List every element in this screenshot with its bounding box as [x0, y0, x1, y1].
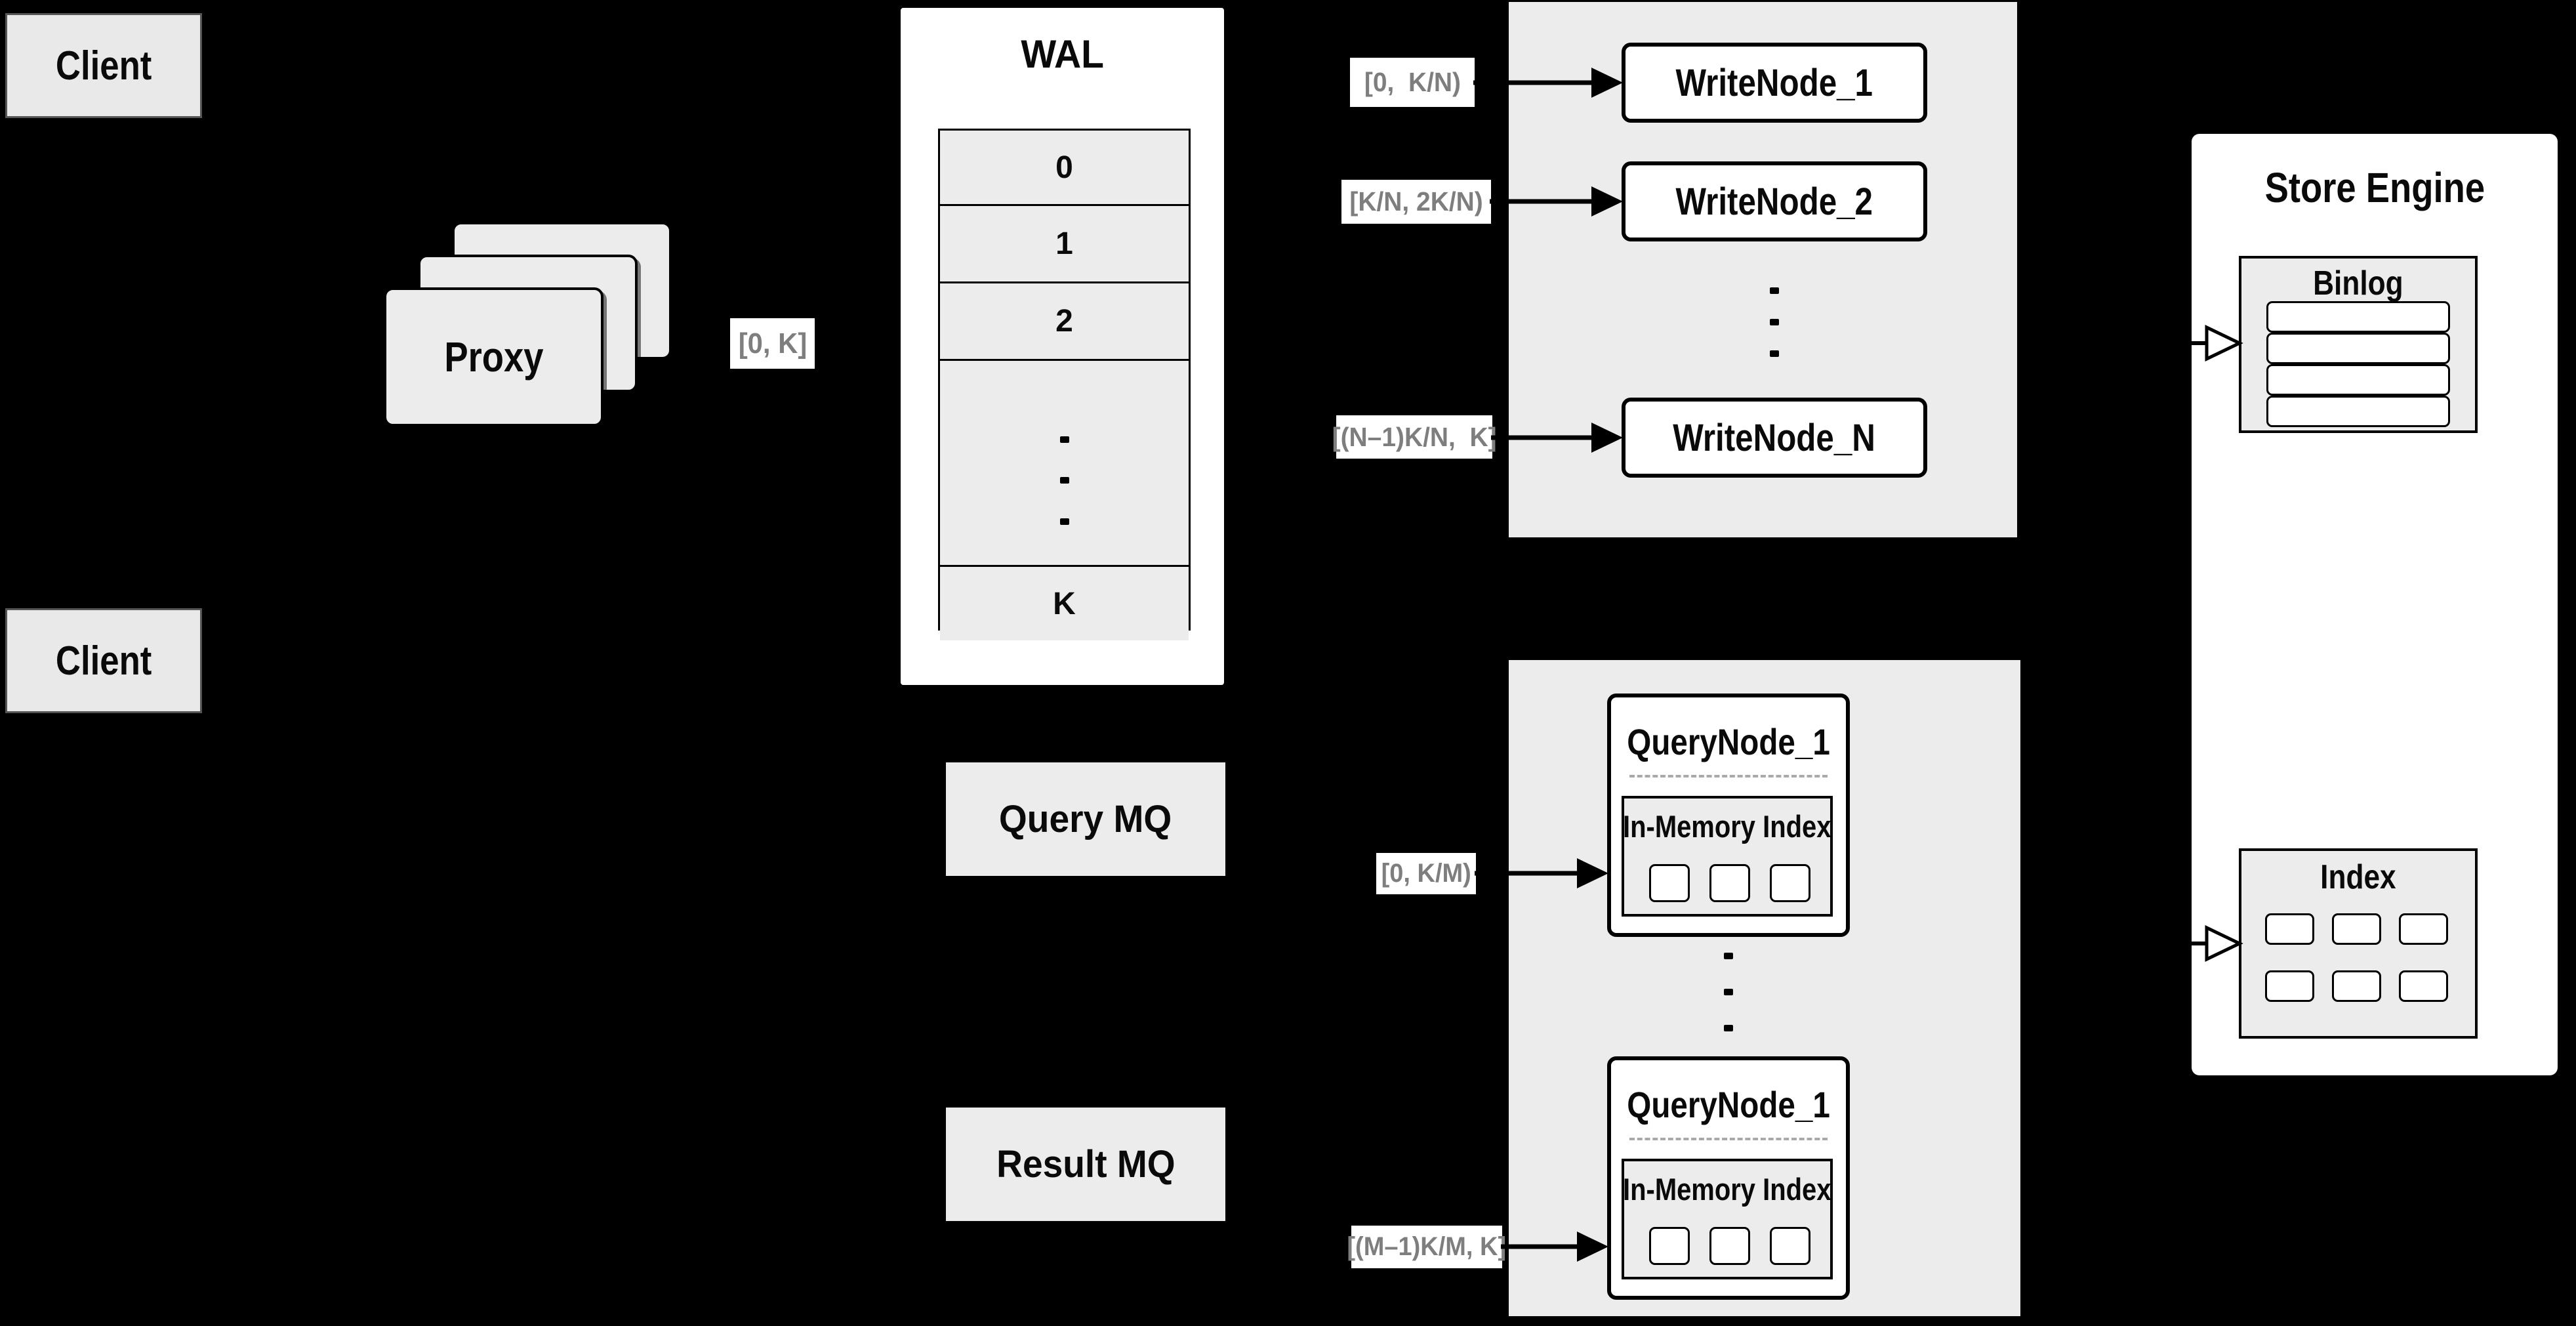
segment-box	[1709, 1227, 1750, 1265]
binlog-row	[2266, 301, 2450, 333]
writenode-n: WriteNode_N	[1622, 398, 1927, 478]
segment-box	[1709, 864, 1750, 902]
querynode-top-divider	[1629, 775, 1828, 777]
index-cell	[2265, 913, 2314, 945]
index-box: Index	[2239, 848, 2478, 1039]
client-bottom-label: Client	[55, 638, 152, 684]
index-title: Index	[2320, 858, 2396, 896]
querynode-top: QueryNode_1 In-Memory Index	[1607, 694, 1850, 937]
ellipsis-dots	[1060, 436, 1069, 443]
proxy-card-front: Proxy	[384, 287, 603, 426]
wal-row-k: K	[940, 565, 1189, 640]
querynode-ellipsis-dots	[1724, 953, 1733, 959]
binlog-row	[2266, 364, 2450, 396]
range-label-query-1: [0, K/M)	[1376, 853, 1476, 894]
binlog-box: Binlog	[2239, 256, 2478, 433]
querynode-top-title: QueryNode_1	[1627, 720, 1830, 762]
result-mq-box: Result MQ	[946, 1108, 1225, 1221]
range-label-write-n: [(N–1)K/N, K]	[1332, 415, 1497, 459]
range-label-query-m: [(M–1)K/M, K]	[1347, 1226, 1506, 1268]
segment-box	[1770, 1227, 1810, 1265]
inmemory-title: In-Memory Index	[1623, 1171, 1831, 1207]
wal-row-2: 2	[940, 281, 1189, 359]
binlog-title: Binlog	[2313, 264, 2403, 302]
index-cell	[2332, 913, 2381, 945]
range-label-write-2: [K/N, 2K/N)	[1341, 180, 1491, 224]
store-engine-title: Store Engine	[2264, 164, 2485, 211]
querynode-bottom-divider	[1629, 1138, 1828, 1140]
client-box-bottom: Client	[5, 608, 202, 713]
client-top-label: Client	[55, 43, 152, 89]
wal-box: WAL 0 1 2 K	[897, 4, 1228, 689]
index-cell	[2332, 970, 2381, 1002]
querynode-bottom-title: QueryNode_1	[1627, 1083, 1830, 1125]
proxy-label: Proxy	[443, 333, 544, 381]
wal-title: WAL	[1021, 31, 1104, 76]
writenode-2: WriteNode_2	[1622, 161, 1927, 241]
wal-row-0: 0	[940, 131, 1189, 204]
index-cell	[2265, 970, 2314, 1002]
querynode-top-inmemory: In-Memory Index	[1622, 796, 1833, 917]
proxy-stack: Proxy	[384, 222, 672, 428]
range-label-proxy-out: [0, K]	[730, 318, 815, 369]
query-mq-box: Query MQ	[946, 762, 1225, 876]
wal-row-ellipsis	[940, 359, 1189, 565]
wal-row-1: 1	[940, 204, 1189, 281]
store-engine-box: Store Engine Binlog Index	[2188, 130, 2562, 1079]
binlog-row	[2266, 396, 2450, 427]
writenode-1: WriteNode_1	[1622, 43, 1927, 123]
segment-box	[1649, 864, 1690, 902]
segment-box	[1770, 864, 1810, 902]
index-cell	[2399, 913, 2448, 945]
client-box-top: Client	[5, 13, 202, 118]
querynode-bottom: QueryNode_1 In-Memory Index	[1607, 1056, 1850, 1300]
inmemory-title: In-Memory Index	[1623, 808, 1831, 844]
segment-box	[1649, 1227, 1690, 1265]
binlog-row	[2266, 333, 2450, 364]
wal-table: 0 1 2 K	[938, 129, 1191, 640]
index-cell	[2399, 970, 2448, 1002]
querynode-bottom-inmemory: In-Memory Index	[1622, 1159, 1833, 1279]
range-label-write-1: [0, K/N)	[1350, 58, 1475, 107]
writenode-ellipsis-dots	[1770, 287, 1779, 294]
